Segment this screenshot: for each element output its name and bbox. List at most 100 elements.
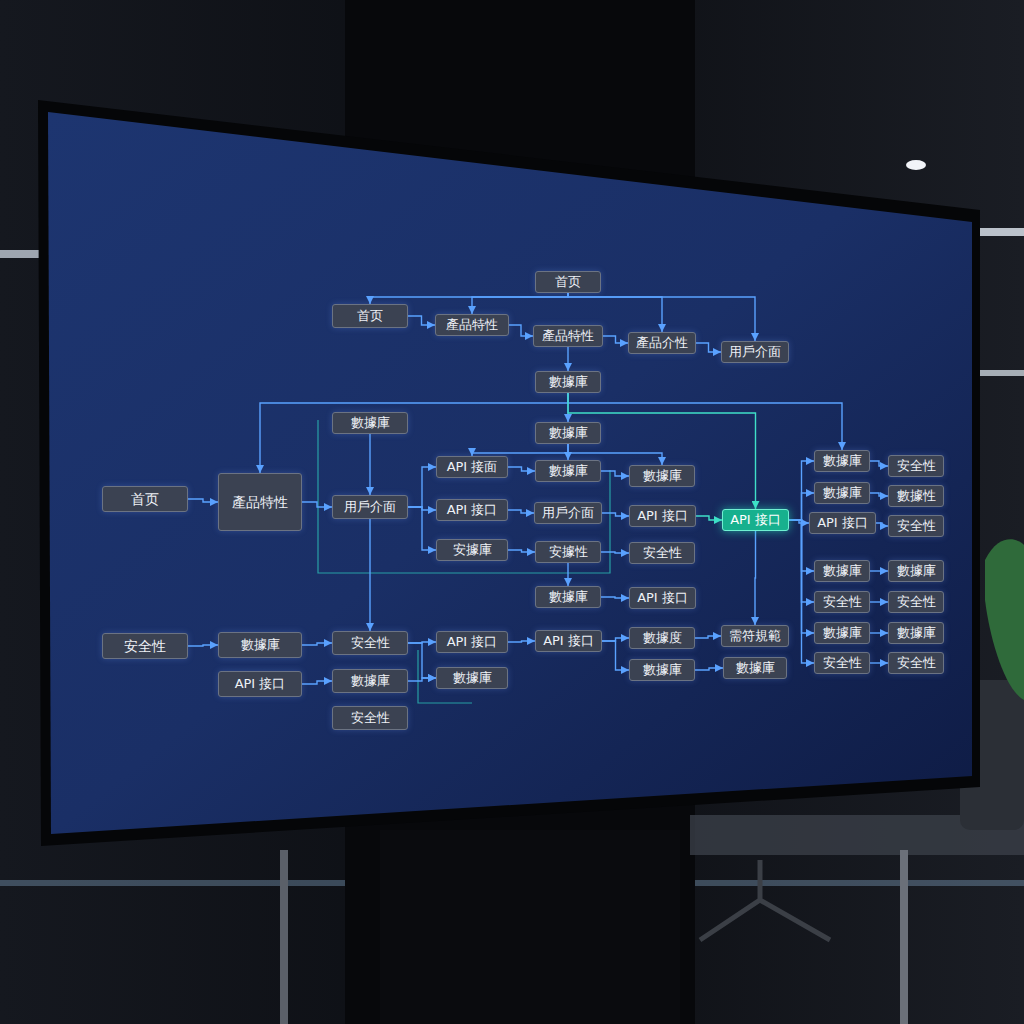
decor-line <box>318 420 610 573</box>
flow-arrow <box>696 343 721 352</box>
node-label: 產品介性 <box>636 335 688 351</box>
node-label: 首页 <box>555 274 581 290</box>
text-group: 數據庫 <box>823 453 862 469</box>
node-label: 數據庫 <box>351 415 390 431</box>
node-label: 安全性 <box>823 655 862 671</box>
text-group: 安全性 <box>823 594 862 610</box>
node-label: 數據庫 <box>823 625 862 641</box>
node-label: 數據庫 <box>643 662 682 678</box>
text-group: 首页 <box>357 308 383 324</box>
chair-base <box>700 860 830 940</box>
text-group: 數據性 <box>897 488 936 504</box>
process-box: 安全性 <box>814 591 870 613</box>
flow-arrow <box>302 643 332 645</box>
text-group: API 接口 <box>235 676 286 692</box>
text-group: 產品特性 <box>232 494 288 510</box>
process-box: 產品特性 <box>533 325 603 347</box>
text-group: 用戶介面 <box>344 499 396 515</box>
flow-arrow <box>369 434 370 495</box>
node-label: 安全性 <box>643 545 682 561</box>
process-box: API 接口 <box>218 671 302 697</box>
text-group: 數據庫 <box>549 374 588 390</box>
flow-arrow <box>408 467 436 507</box>
flow-arrow <box>408 316 435 325</box>
process-box: 產品介性 <box>628 332 696 354</box>
process-box: 數據庫 <box>723 657 787 679</box>
flow-arrow <box>408 507 436 550</box>
process-box: 用戶介面 <box>721 341 789 363</box>
flow-arrow <box>472 293 568 314</box>
node-label: 安全性 <box>897 594 936 610</box>
flow-arrow <box>870 662 888 663</box>
node-label: API 接口 <box>637 590 688 606</box>
text-group: API 接口 <box>730 512 781 528</box>
flow-arrow <box>603 336 628 343</box>
flow-arrow <box>870 632 888 633</box>
flow-arrow <box>408 678 436 681</box>
process-box: 數據庫 <box>629 465 695 487</box>
text-group: 數據庫 <box>897 563 936 579</box>
flow-arrow <box>870 493 888 496</box>
text-group: 數據庫 <box>549 589 588 605</box>
flow-arrow <box>567 563 568 586</box>
flow-arrow <box>370 293 568 304</box>
process-box: 用戶介面 <box>534 502 602 524</box>
text-group: 安全性 <box>897 458 936 474</box>
text-group: 數據庫 <box>549 425 588 441</box>
ceiling-light <box>975 370 1024 376</box>
node-label: 數據庫 <box>351 673 390 689</box>
flow-arrow <box>188 499 218 502</box>
node-label: 安全性 <box>823 594 862 610</box>
monitor-bezel <box>38 100 980 846</box>
flow-arrow <box>602 513 629 516</box>
flow-arrow <box>188 645 218 646</box>
text-group: API 接口 <box>637 508 688 524</box>
node-label: 數據庫 <box>549 463 588 479</box>
flow-arrow <box>508 467 535 471</box>
flow-arrow <box>508 510 534 513</box>
text-group: 數據庫 <box>643 662 682 678</box>
process-box: 產品特性 <box>435 314 509 336</box>
process-box: 安全性 <box>332 706 408 730</box>
flow-arrow <box>602 641 629 670</box>
text-group: 數據庫 <box>453 670 492 686</box>
text-group: 安據庫 <box>453 542 492 558</box>
highlight-box: API 接口 <box>722 509 789 531</box>
process-box: 產品特性 <box>218 473 302 531</box>
table-leg <box>280 850 288 1024</box>
flow-arrow <box>754 531 756 625</box>
screen <box>48 112 972 834</box>
process-box: API 接口 <box>629 505 696 527</box>
process-box: 數據庫 <box>535 422 601 444</box>
text-group: 產品介性 <box>636 335 688 351</box>
node-label: 數據庫 <box>897 563 936 579</box>
process-box: 需符規範 <box>721 625 789 647</box>
node-label: 產品特性 <box>232 494 288 510</box>
flow-arrow <box>601 471 629 476</box>
node-label: API 接口 <box>235 676 286 692</box>
process-box: 安全性 <box>332 631 408 655</box>
monitor-stand <box>380 830 680 1024</box>
node-label: 數據庫 <box>736 660 775 676</box>
flow-arrow <box>695 668 723 670</box>
node-label: 產品特性 <box>446 317 498 333</box>
text-group: 安全性 <box>351 710 390 726</box>
text-group: 數據庫 <box>643 468 682 484</box>
flow-arrow <box>369 519 370 631</box>
node-label: 數據庫 <box>241 637 280 653</box>
text-group: 安全性 <box>897 594 936 610</box>
flow-arrow <box>870 570 888 571</box>
node-label: 安全性 <box>351 635 390 651</box>
text-group: 安全性 <box>351 635 390 651</box>
node-label: API 接面 <box>447 459 498 475</box>
node-label: 數據庫 <box>823 453 862 469</box>
process-box: 數據度 <box>629 627 695 649</box>
process-box: 數據庫 <box>814 482 870 504</box>
process-box: API 接面 <box>436 456 508 478</box>
process-box: 數據庫 <box>814 622 870 644</box>
process-box: 數據庫 <box>888 560 944 582</box>
process-box: 數據庫 <box>436 667 508 689</box>
text-group: API 接面 <box>447 459 498 475</box>
text-group: 數據度 <box>643 630 682 646</box>
flow-arrow <box>508 641 535 642</box>
